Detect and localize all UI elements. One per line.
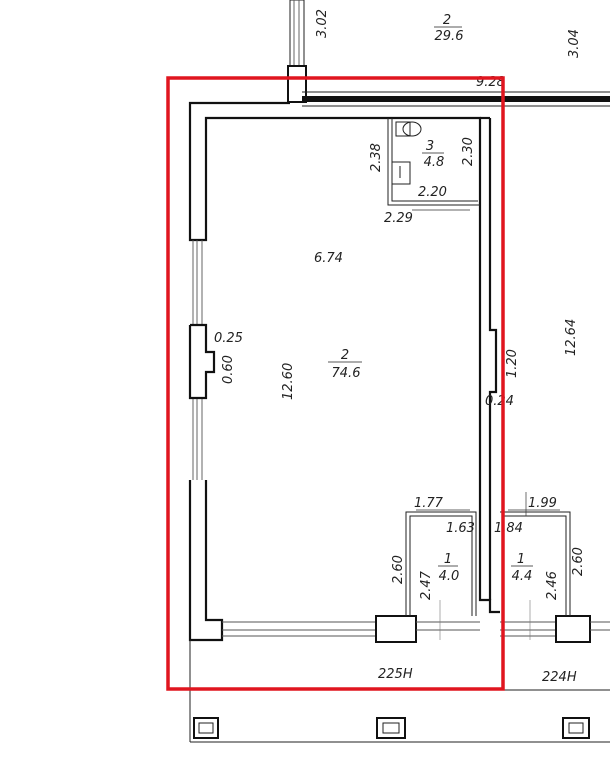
dim-220: 2.20 [418,185,447,200]
dim-247: 2.47 [419,570,434,600]
dim-229: 2.29 [384,211,413,226]
bottom-facade [189,615,610,743]
room-label-vestibule-left: 1 4.0 [438,552,459,584]
svg-text:2: 2 [443,13,451,28]
svg-text:4.0: 4.0 [439,569,460,584]
svg-text:2: 2 [341,348,349,363]
highlight-frame [166,76,505,691]
dimension-lines [412,209,560,516]
room-label-vestibule-right: 1 4.4 [511,552,533,584]
svg-text:3: 3 [426,139,434,154]
dim-238: 2.38 [369,143,384,172]
dim-025: 0.25 [214,331,243,346]
vestibule-partitions [405,511,571,640]
svg-text:4.8: 4.8 [424,155,445,170]
svg-text:74.6: 74.6 [332,366,361,381]
svg-text:1: 1 [444,552,452,567]
dim-177: 1.77 [414,496,444,511]
dim-302: 3.02 [315,9,330,38]
dim-304: 3.04 [567,29,582,58]
svg-text:29.6: 29.6 [435,29,464,44]
dim-260a: 2.60 [391,555,406,584]
dim-674: 6.74 [314,251,343,266]
dim-120: 1.20 [505,349,520,378]
dim-163: 1.63 [446,521,475,536]
dim-246: 2.46 [545,571,560,600]
top-structure [287,0,610,107]
svg-text:1: 1 [517,552,525,567]
room-label-wc: 3 4.8 [422,139,444,170]
unit-label-right: 224H [542,670,577,685]
dim-260b: 2.60 [571,547,586,576]
svg-text:4.4: 4.4 [512,569,533,584]
left-windows [188,240,216,480]
wc-partition [387,118,480,206]
dim-184: 1.84 [494,521,523,536]
dim-060: 0.60 [221,355,236,384]
unit-label-left: 225H [378,667,413,682]
dim-024: 0.24 [485,394,514,409]
dim-199: 1.99 [528,496,557,511]
room-label-neighbor-top: 2 29.6 [434,13,463,44]
room-label-main: 2 74.6 [328,348,362,381]
dim-1264: 12.64 [564,319,579,356]
dim-1260: 12.60 [281,363,296,400]
dim-230: 2.30 [461,137,476,166]
